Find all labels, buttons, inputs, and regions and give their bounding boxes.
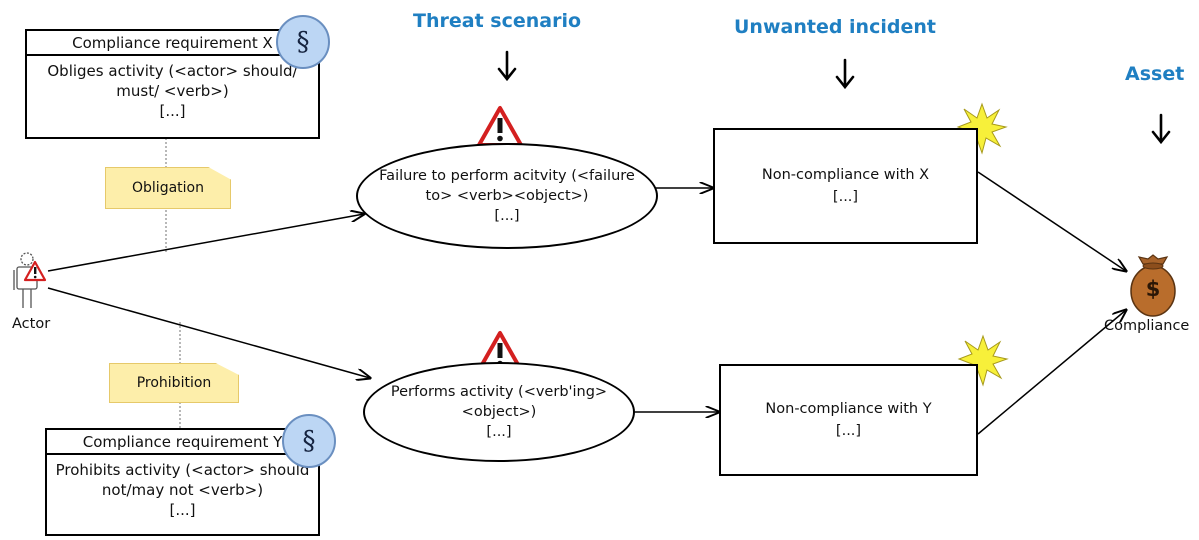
money-bag-icon: [1130, 254, 1176, 317]
requirement-y-body-line: Prohibits activity (<actor> should: [55, 461, 310, 479]
requirement-y-title: Compliance requirement Y: [47, 430, 318, 455]
threat-1-text: Failure to perform acitvity (<failure: [379, 168, 635, 184]
requirement-y-body: Prohibits activity (<actor> should not/m…: [47, 455, 318, 520]
compliance-requirement-y[interactable]: Compliance requirement Y Prohibits activ…: [45, 428, 320, 536]
money-bag-dollar-symbol: $: [1145, 277, 1161, 301]
threat-1-text: [...]: [494, 208, 520, 224]
unwanted-incident-heading: Unwanted incident: [734, 16, 936, 38]
requirement-x-body-line: Obliges activity (<actor> should/: [47, 62, 298, 80]
asset-compliance-label: Compliance: [1104, 318, 1190, 334]
threat-scenario-failure[interactable]: Failure to perform acitvity (<failure to…: [356, 143, 658, 249]
section-symbol-icon: §: [276, 15, 330, 69]
actor-to-threat2-arrow: [47, 287, 370, 378]
section-symbol-icon: §: [282, 414, 336, 468]
threat-2-text: Performs activity (<verb'ing>: [390, 384, 608, 400]
actor-icon: [13, 252, 47, 308]
compliance-requirement-x[interactable]: Compliance requirement X Obliges activit…: [25, 29, 320, 139]
threat-scenario-heading: Threat scenario: [413, 10, 582, 32]
requirement-x-body-line: must/ <verb>): [116, 82, 229, 100]
prohibition-note[interactable]: Prohibition: [109, 363, 239, 403]
requirement-x-title: Compliance requirement X: [27, 31, 318, 56]
incident1-to-asset-arrow: [977, 171, 1126, 271]
threat-2-text: [...]: [486, 424, 512, 440]
threat-1-text: to> <verb><object>): [425, 188, 589, 204]
requirement-y-body-line: [...]: [169, 501, 196, 519]
incident2-to-asset-arrow: [977, 310, 1126, 435]
requirement-x-body: Obliges activity (<actor> should/ must/ …: [27, 56, 318, 121]
threat-2-text: <object>): [461, 404, 537, 420]
asset-heading: Asset: [1125, 63, 1185, 85]
threat-scenario-performs[interactable]: Performs activity (<verb'ing> <object>) …: [363, 362, 635, 462]
incident-2-text: Non-compliance with Y: [765, 401, 932, 417]
actor-label: Actor: [12, 316, 51, 332]
requirement-x-body-line: [...]: [159, 102, 186, 120]
requirement-y-body-line: not/may not <verb>): [101, 481, 264, 499]
obligation-note[interactable]: Obligation: [105, 167, 231, 209]
threat1-warning-icon: [477, 106, 523, 147]
incident-1-text: [...]: [832, 189, 859, 205]
incident-down-arrow-icon: [835, 58, 855, 90]
incident-2-text: [...]: [835, 423, 862, 439]
incident-non-compliance-x[interactable]: Non-compliance with X [...]: [713, 128, 978, 244]
actor-to-threat1-arrow: [47, 214, 364, 272]
incident-non-compliance-y[interactable]: Non-compliance with Y [...]: [719, 364, 978, 476]
incident-1-text: Non-compliance with X: [761, 167, 930, 183]
asset-down-arrow-icon: [1151, 113, 1171, 145]
threat-down-arrow-icon: [497, 50, 517, 82]
